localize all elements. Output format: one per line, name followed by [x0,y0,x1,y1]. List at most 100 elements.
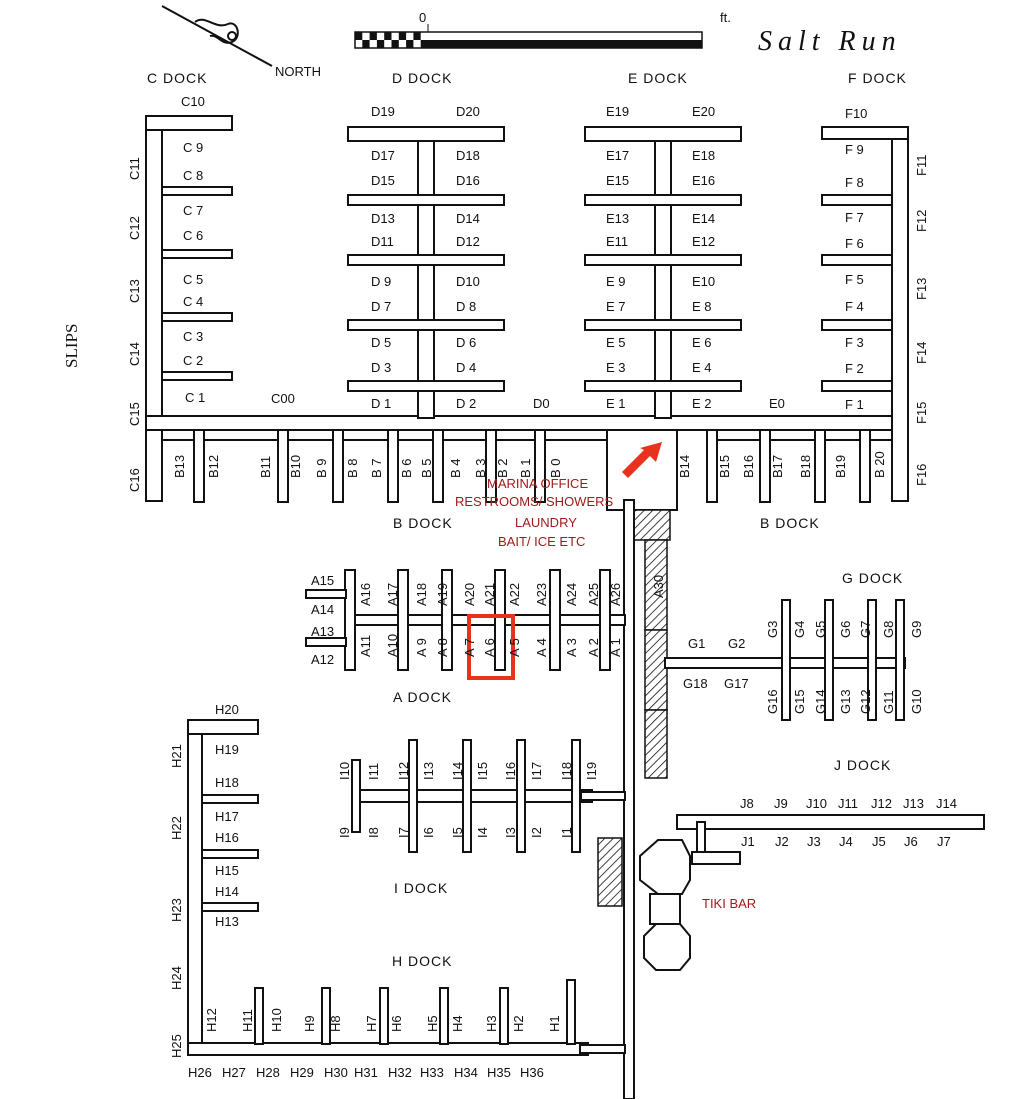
slip-label: E17 [606,148,629,163]
slip-label: H9 [302,1015,317,1032]
slip-label: H34 [454,1065,478,1080]
slip-label: D11 [371,234,394,249]
slip-label: A 4 [534,638,549,657]
slip-label: C 3 [183,329,203,344]
slip-label: A 6 [482,638,497,657]
slip-label: J14 [936,796,957,811]
h-dock [187,719,626,1056]
slip-label: I11 [366,763,381,780]
slip-label: C 2 [183,353,203,368]
slip-label: C16 [127,468,142,492]
slip-label: E 3 [606,360,626,375]
slip-label: A22 [507,583,522,606]
slip-label: D17 [371,148,395,163]
slip-label: A15 [311,573,334,588]
tiki-bar-building [639,839,691,971]
slip-label: A19 [435,583,450,606]
slip-label: G7 [858,621,873,638]
slip-label: H23 [169,898,184,922]
slip-label: I4 [475,827,490,838]
slip-label: A 2 [586,638,601,657]
slip-label: B 0 [548,458,563,478]
slip-label: D0 [533,396,550,411]
slip-label: E18 [692,148,715,163]
slip-label: H21 [169,744,184,768]
slip-label: F14 [914,342,929,364]
slip-label: I14 [450,762,465,780]
slip-label: E 8 [692,299,712,314]
slip-label: G1 [688,636,705,651]
slip-label: A 1 [608,638,623,657]
slip-label: I16 [503,762,518,780]
marina-office-building [606,429,678,511]
slip-label: F10 [845,106,867,121]
slip-label: I6 [421,827,436,838]
slip-label: G4 [792,621,807,638]
slip-label: I5 [450,827,465,838]
slip-label: E14 [692,211,715,226]
slip-label: A 8 [435,638,450,657]
slip-label: I2 [529,827,544,838]
scale-unit: ft. [720,10,731,25]
slip-label: E10 [692,274,715,289]
slip-label: E 1 [606,396,626,411]
slip-label: G6 [838,621,853,638]
slip-label: B17 [770,455,785,478]
slip-label: D 7 [371,299,391,314]
slip-label: A23 [534,583,549,606]
j-dock [676,814,985,865]
slip-label: H10 [269,1008,284,1032]
a-dock-title: A DOCK [393,689,452,705]
slip-label: B11 [258,456,273,478]
slip-label: G16 [765,689,780,714]
slip-label: E 5 [606,335,626,350]
slip-label: B 4 [448,458,463,478]
d-dock-title: D DOCK [392,70,452,86]
slip-label: I7 [396,827,411,838]
slip-label: E19 [606,104,629,119]
north-label: NORTH [275,64,321,79]
slip-label: C 8 [183,168,203,183]
slip-label: F 3 [845,335,864,350]
slip-label: G5 [813,621,828,638]
slip-label: A26 [608,583,623,606]
slip-label: F16 [914,464,929,486]
slip-label: H17 [215,809,239,824]
slip-label: H31 [354,1065,378,1080]
slip-label: C 5 [183,272,203,287]
a-dock [305,569,626,671]
slip-label: J7 [937,834,951,849]
h-dock-title: H DOCK [392,953,452,969]
slip-label: G10 [909,689,924,714]
slip-label: H24 [169,966,184,990]
slip-label: D 3 [371,360,391,375]
slip-label: C10 [181,94,205,109]
slip-label: A 7 [462,638,477,657]
slip-label: I13 [421,762,436,780]
slip-label: A18 [414,583,429,606]
slip-label: D 1 [371,396,391,411]
slip-label: B10 [288,455,303,478]
slip-label: J2 [775,834,789,849]
main-walkway [145,415,909,431]
slip-label: E13 [606,211,629,226]
slip-label: F 6 [845,236,864,251]
slip-label: H11 [240,1009,255,1032]
slip-label: I17 [529,762,544,780]
slip-label: H16 [215,830,239,845]
scale-bar: 0 ft. [354,10,731,49]
slip-label: H20 [215,702,239,717]
slip-label: J9 [774,796,788,811]
slip-label: B12 [206,455,221,478]
slip-label: A30 [651,575,666,598]
slip-label: H27 [222,1065,246,1080]
slip-label: H33 [420,1065,444,1080]
slip-label: G13 [838,689,853,714]
slip-label: J4 [839,834,853,849]
arrow-icon [622,442,662,478]
slip-label: J6 [904,834,918,849]
slip-label: B 2 [495,458,510,478]
slip-label: H32 [388,1065,412,1080]
tiki-bar-label: TIKI BAR [702,896,756,911]
slip-label: D 5 [371,335,391,350]
